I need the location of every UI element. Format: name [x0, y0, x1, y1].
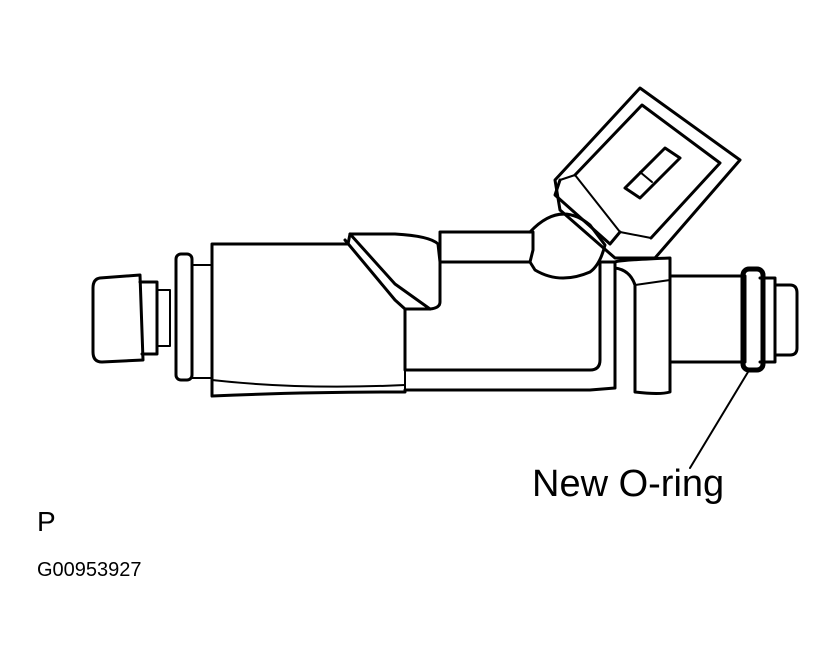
connector-neck [438, 212, 607, 280]
callout-leader-line [689, 371, 749, 469]
outlet-nozzle [613, 256, 799, 395]
figure-id: G00953927 [37, 559, 142, 581]
electrical-connector [553, 86, 742, 260]
o-ring-callout-label: New O-ring [532, 463, 725, 505]
injector-body [210, 232, 617, 398]
o-ring [740, 266, 766, 373]
inlet-nozzle [91, 252, 213, 382]
view-letter: P [37, 506, 56, 537]
